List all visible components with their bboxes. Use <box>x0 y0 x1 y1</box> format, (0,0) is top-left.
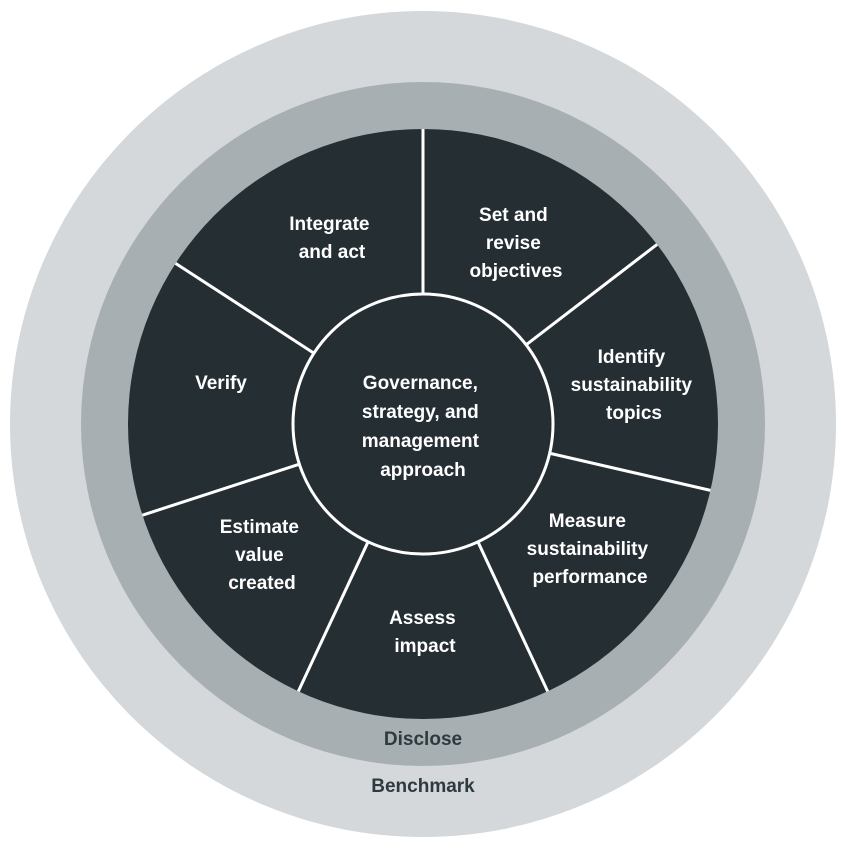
center-label-line: approach <box>380 460 466 481</box>
segment-divider <box>476 541 550 692</box>
segment-label-line: sustainability <box>527 539 649 560</box>
center-label: Governance, strategy, and management app… <box>362 373 484 481</box>
segment-label-line: created <box>228 573 296 594</box>
segment-label-line: Assess <box>389 608 456 629</box>
segment-label-line: topics <box>606 403 662 424</box>
segment-label-line: impact <box>394 636 456 657</box>
segment-label-line: objectives <box>470 261 563 282</box>
segment-label-assess-impact: Assess impact <box>389 608 461 657</box>
segment-label-line: performance <box>532 567 647 588</box>
segment-divider <box>549 451 711 492</box>
segment-label-integrate-and-act: Integrate and act <box>289 214 375 263</box>
segment-label-line: Estimate <box>220 517 299 538</box>
segment-label-estimate-value-created: Estimate value created <box>220 517 304 594</box>
center-label-line: strategy, and <box>362 402 479 423</box>
segment-label-line: Identify <box>598 347 666 368</box>
segment-label-identify-sustainability-topics: Identify sustainability topics <box>571 347 698 424</box>
segment-label-line: Verify <box>195 373 247 394</box>
segment-label-verify: Verify <box>195 373 247 394</box>
segment-label-set-revise-objectives: Set and revise objectives <box>470 205 563 282</box>
segment-label-line: value <box>235 545 284 566</box>
segment-label-line: Set and <box>479 205 548 226</box>
center-circle <box>291 292 555 556</box>
segment-divider <box>141 462 300 517</box>
segment-divider <box>525 243 658 347</box>
benchmark-label: Benchmark <box>371 776 475 797</box>
segment-label-line: and act <box>299 242 366 263</box>
segment-dividers <box>141 129 711 692</box>
segment-label-line: revise <box>486 233 541 254</box>
segment-label-line: Integrate <box>289 214 369 235</box>
center-label-line: management <box>362 431 480 452</box>
segment-divider <box>174 262 315 355</box>
segment-label-measure-sustainability-performance: Measure sustainability performance <box>527 511 654 588</box>
segment-label-line: Measure <box>549 511 626 532</box>
center-label-line: Governance, <box>363 373 478 394</box>
segment-divider <box>296 541 370 692</box>
disclose-label: Disclose <box>384 729 462 750</box>
segment-label-line: sustainability <box>571 375 693 396</box>
